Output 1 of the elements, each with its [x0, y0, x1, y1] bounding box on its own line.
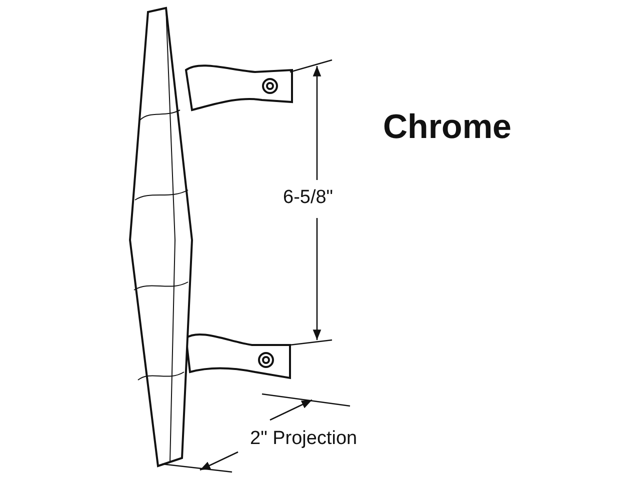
dimension-label: 2" Projection: [250, 428, 358, 450]
